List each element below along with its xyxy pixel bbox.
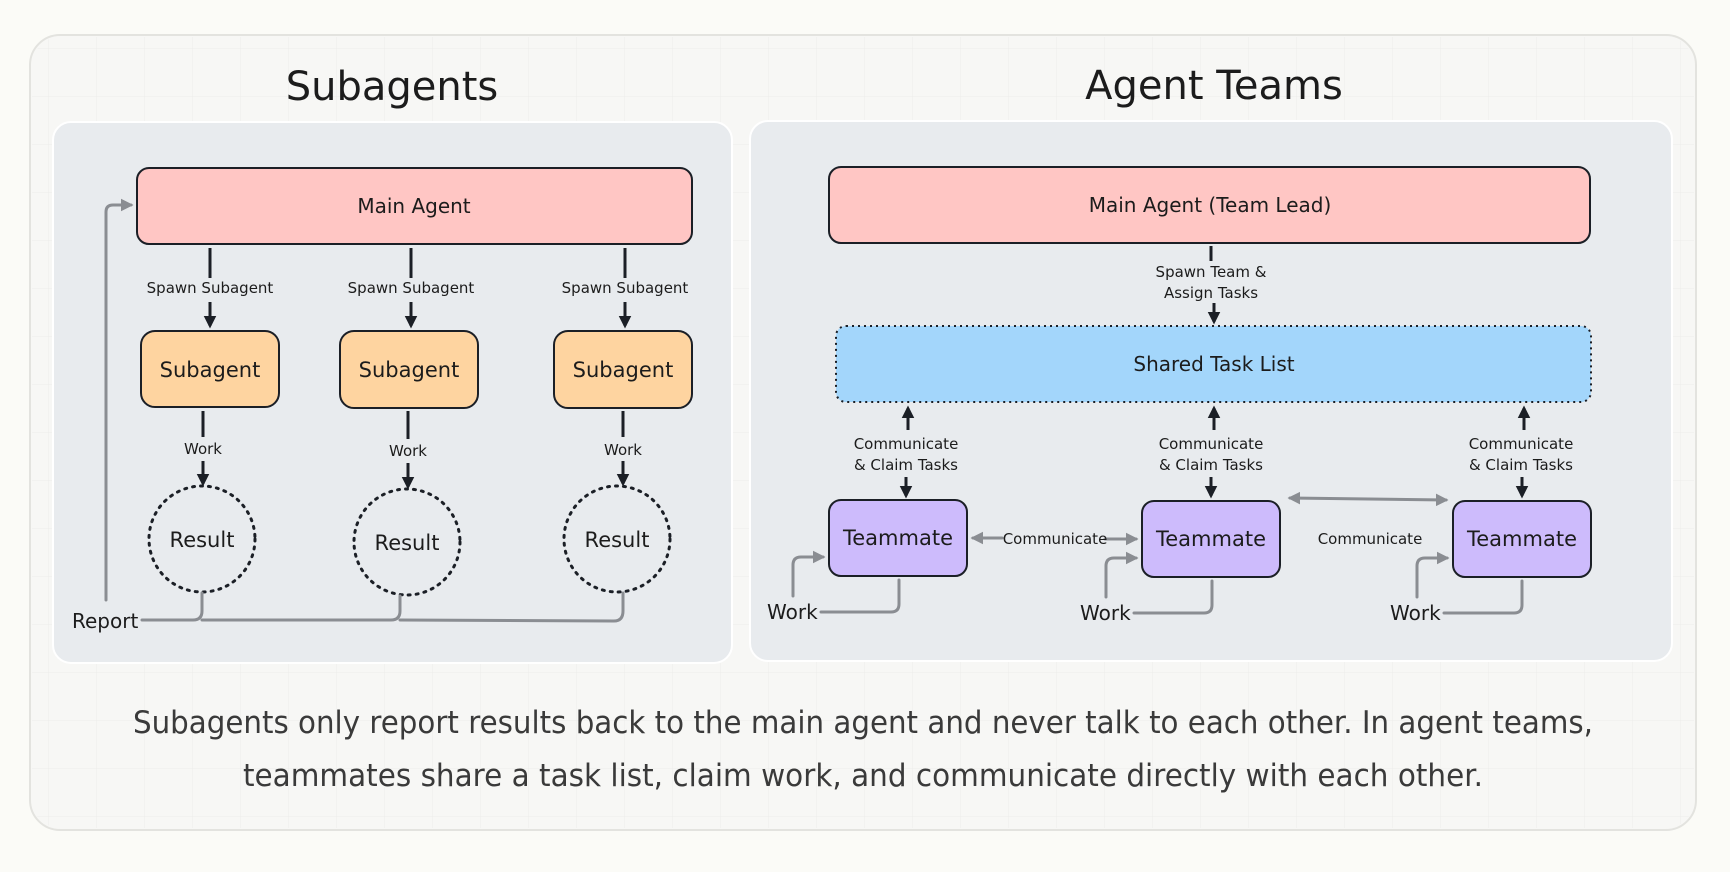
report-label: Report bbox=[72, 609, 138, 633]
spawn-team-label-line1: Spawn Team & bbox=[1156, 263, 1267, 281]
shared-task-list-label: Shared Task List bbox=[1133, 352, 1294, 376]
work-label-1: Work bbox=[184, 440, 222, 458]
caption-line-1: Subagents only report results back to th… bbox=[133, 705, 1593, 741]
claim-label-1-line1: Communicate bbox=[854, 435, 959, 453]
result-label-2: Result bbox=[375, 531, 440, 555]
teammate-box-3 bbox=[1452, 500, 1592, 578]
claim-label-2-line2: & Claim Tasks bbox=[1159, 456, 1263, 474]
work-loop-3-bottom bbox=[1442, 579, 1524, 615]
work-label-team-1: Work bbox=[767, 600, 818, 624]
team-lead-label: Main Agent (Team Lead) bbox=[1089, 193, 1332, 217]
subagent-label-3: Subagent bbox=[573, 358, 674, 382]
report-arrow-to-main bbox=[104, 198, 134, 602]
result-label-3: Result bbox=[585, 528, 650, 552]
work-loop-2-arrow bbox=[1104, 551, 1139, 599]
work-loop-3-arrow bbox=[1415, 551, 1450, 599]
subagents-title: Subagents bbox=[286, 64, 499, 110]
communicate-label-1: Communicate bbox=[1003, 530, 1108, 548]
claim-label-2-line1: Communicate bbox=[1159, 435, 1264, 453]
work-label-2: Work bbox=[389, 442, 427, 460]
work-loop-2-bottom bbox=[1132, 579, 1214, 615]
teammate-box-2 bbox=[1141, 500, 1281, 578]
spawn-label-3: Spawn Subagent bbox=[562, 279, 689, 297]
spawn-team-label-line2: Assign Tasks bbox=[1164, 284, 1258, 302]
subagent-label-1: Subagent bbox=[160, 358, 261, 382]
claim-label-3-line2: & Claim Tasks bbox=[1469, 456, 1573, 474]
subagent-label-2: Subagent bbox=[359, 358, 460, 382]
work-label-3: Work bbox=[604, 441, 642, 459]
report-path-3 bbox=[398, 591, 625, 623]
communicate-arrow-2 bbox=[1287, 491, 1449, 507]
work-loop-1-bottom bbox=[819, 578, 901, 614]
claim-label-1-line2: & Claim Tasks bbox=[854, 456, 958, 474]
teammate-label-3: Teammate bbox=[1466, 527, 1577, 551]
shared-task-list-box bbox=[835, 325, 1592, 403]
spawn-label-2: Spawn Subagent bbox=[348, 279, 475, 297]
result-label-1: Result bbox=[170, 528, 235, 552]
report-path-1 bbox=[140, 591, 204, 622]
teammate-label-2: Teammate bbox=[1155, 527, 1266, 551]
subagent-box-2 bbox=[339, 330, 479, 409]
main-agent-label: Main Agent bbox=[357, 194, 470, 218]
team-lead-box bbox=[828, 166, 1591, 244]
main-agent-box bbox=[136, 167, 693, 245]
spawn-label-1: Spawn Subagent bbox=[147, 279, 274, 297]
result-circle-2 bbox=[352, 487, 462, 597]
agent-teams-title: Agent Teams bbox=[1085, 63, 1343, 109]
communicate-label-2: Communicate bbox=[1318, 530, 1423, 548]
teammate-box-1 bbox=[828, 499, 968, 577]
work-label-team-2: Work bbox=[1080, 601, 1131, 625]
work-loop-1-arrow bbox=[791, 550, 826, 598]
report-path-2 bbox=[200, 594, 402, 622]
claim-label-3-line1: Communicate bbox=[1469, 435, 1574, 453]
work-label-team-3: Work bbox=[1390, 601, 1441, 625]
teammate-label-1: Teammate bbox=[842, 526, 953, 550]
result-circle-3 bbox=[562, 484, 672, 594]
subagent-box-1 bbox=[140, 330, 280, 408]
subagent-box-3 bbox=[553, 330, 693, 409]
caption-line-2: teammates share a task list, claim work,… bbox=[243, 758, 1483, 794]
